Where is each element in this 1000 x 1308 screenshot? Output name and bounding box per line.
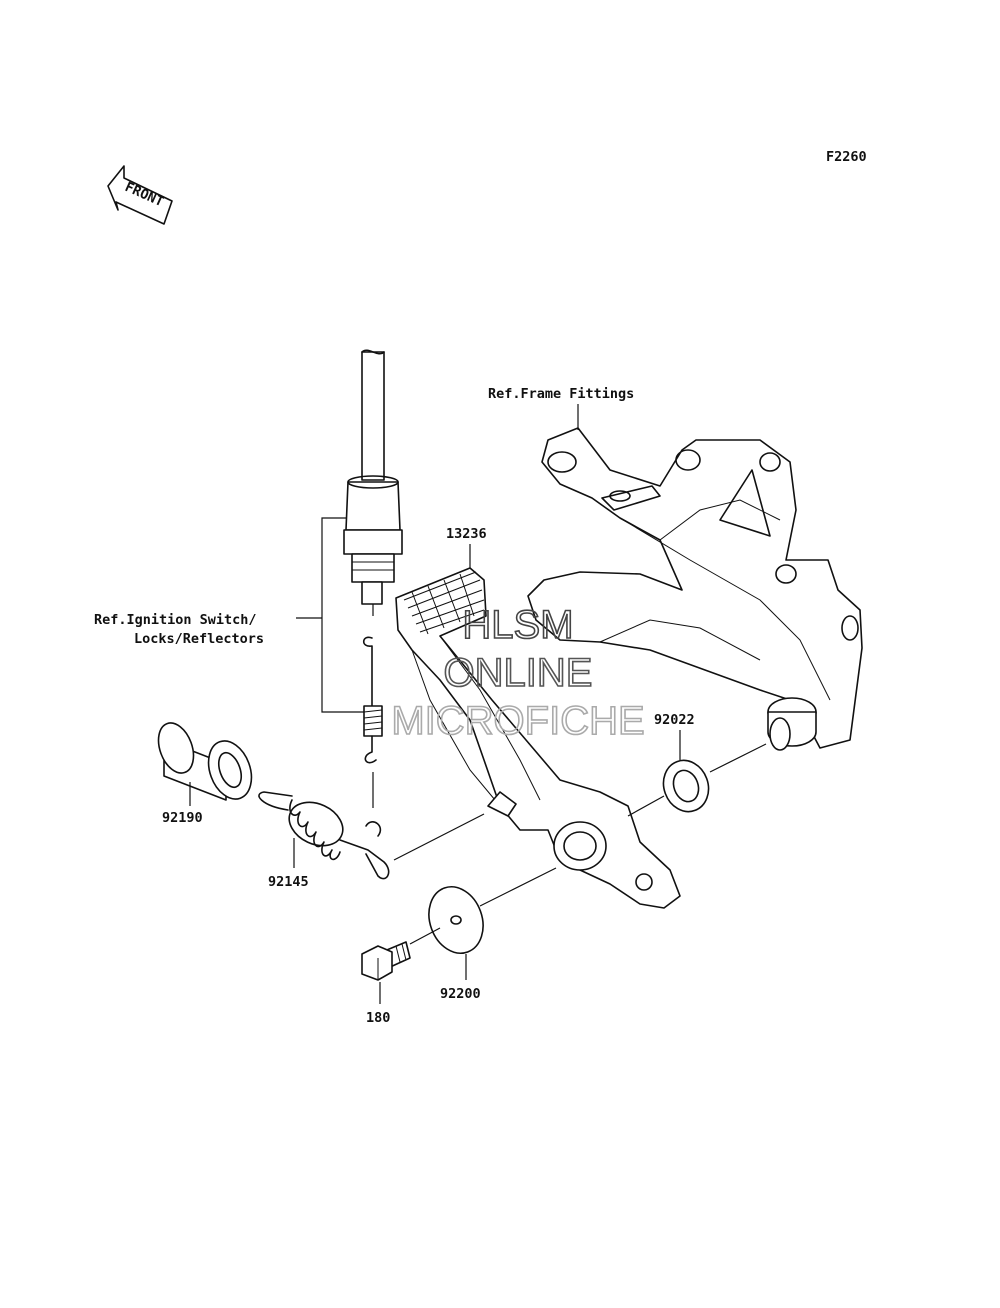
washer-to-pedal-leader [627, 795, 665, 817]
part-number-92200: 92200 [440, 986, 481, 1002]
figure-code: F2260 [826, 149, 867, 165]
collar [157, 722, 253, 801]
bolt [361, 941, 411, 981]
switch-spring [362, 636, 383, 764]
watermark-line1: HLSM [462, 603, 573, 647]
bushing-to-washer-leader [709, 743, 767, 773]
watermark-line3: MICROFICHE [391, 699, 644, 743]
frame-bracket [527, 427, 863, 749]
part-number-13236: 13236 [446, 526, 487, 542]
washer-92200 [428, 886, 484, 954]
ref-ignition-line2: Locks/Reflectors [134, 631, 264, 647]
part-number-92145: 92145 [268, 874, 309, 890]
part-number-92022: 92022 [654, 712, 695, 728]
pivot-bushing [767, 697, 817, 751]
ref-ignition-line1: Ref.Ignition Switch/ [94, 612, 257, 628]
brake-pedal [395, 567, 681, 909]
ignition-ref-bracket [321, 517, 364, 713]
watermark: HLSM ONLINE MICROFICHE [391, 602, 646, 744]
return-spring [258, 791, 390, 880]
washer-92022 [662, 759, 710, 813]
pedal-to-washer-leader [479, 867, 557, 907]
bolt-to-washer-leader [409, 927, 441, 945]
watermark-line2: ONLINE [444, 651, 593, 695]
pedal-tread-grid [403, 571, 485, 635]
part-number-180: 180 [366, 1010, 390, 1026]
front-direction-arrow-icon: FRONT [107, 165, 173, 225]
spring-to-pedal-leader [393, 813, 485, 861]
brake-light-switch [343, 349, 403, 605]
part-number-92190: 92190 [162, 810, 203, 826]
ref-frame-fittings-label: Ref.Frame Fittings [488, 386, 634, 402]
